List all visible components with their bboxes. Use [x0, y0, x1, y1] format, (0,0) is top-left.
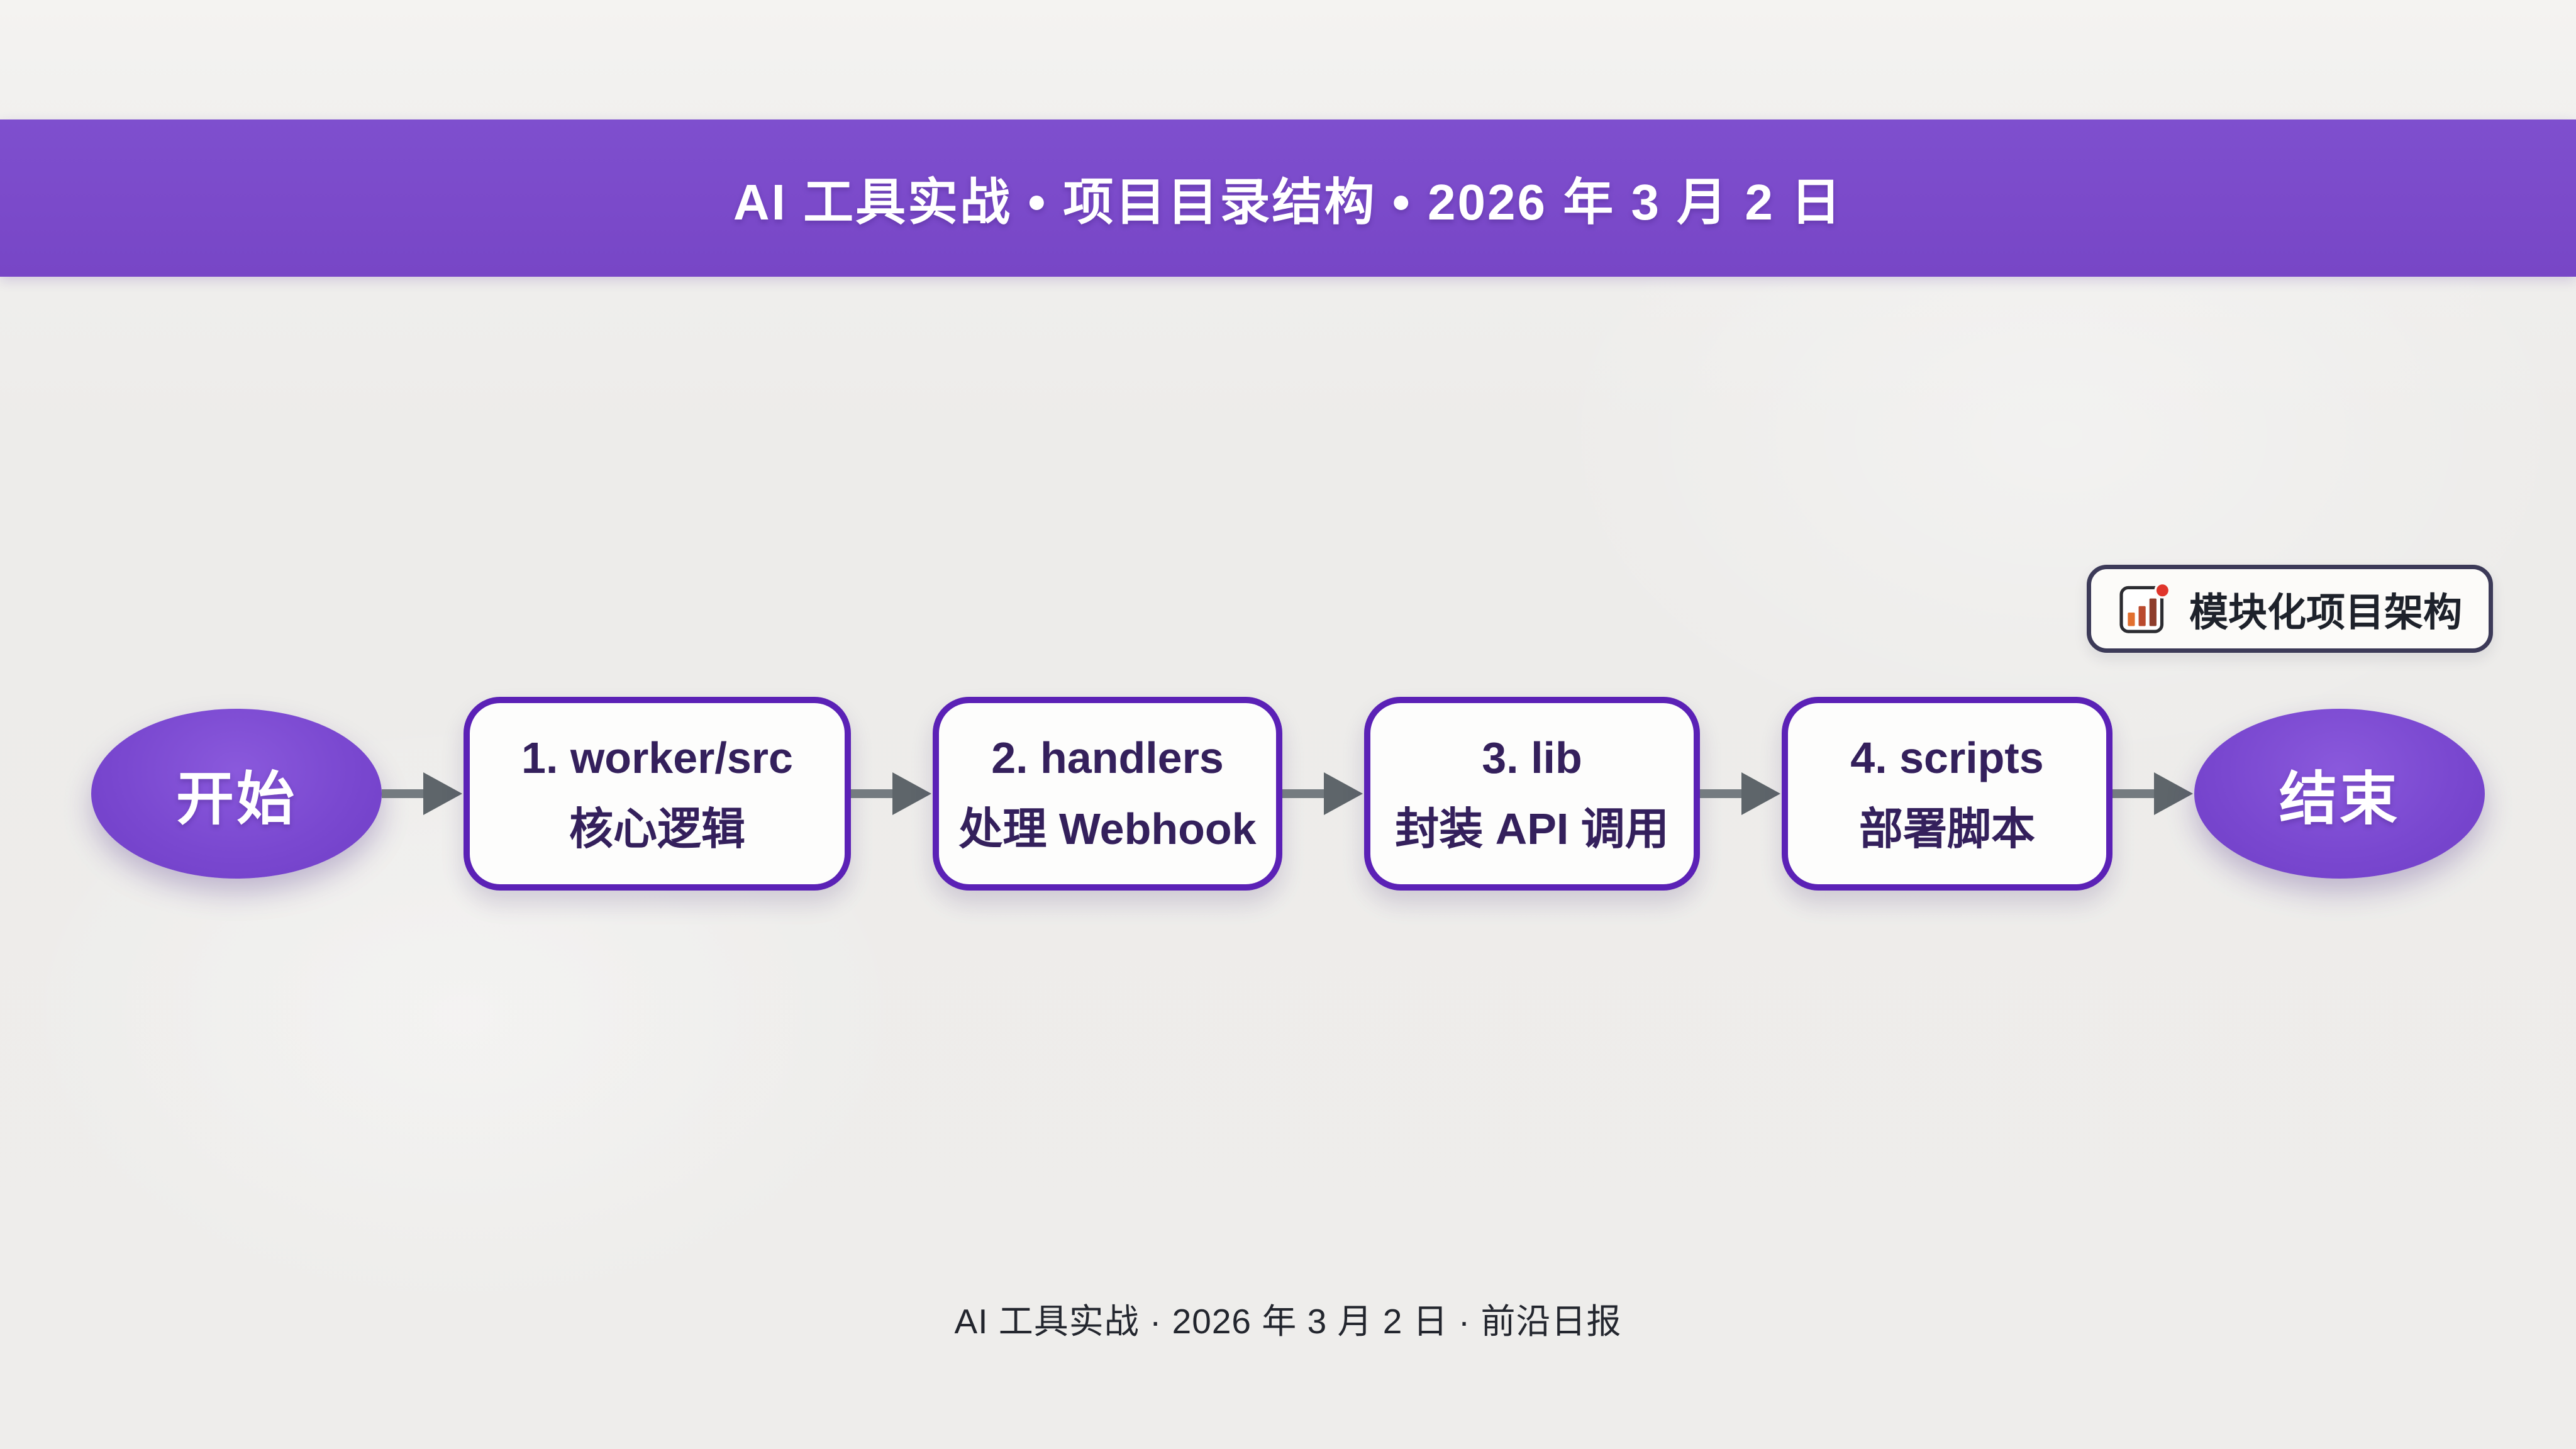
flow-node-step2-title: 2. handlers [991, 733, 1224, 782]
flowchart: 开始 1. worker/src 核心逻辑 2. handlers 处理 Web… [0, 697, 2576, 891]
flow-node-end: 结束 [2194, 709, 2485, 879]
flow-node-step2: 2. handlers 处理 Webhook [933, 697, 1282, 891]
flow-node-step4-subtitle: 部署脚本 [1859, 804, 2035, 853]
flow-node-step1-title: 1. worker/src [521, 733, 793, 782]
flow-node-step1: 1. worker/src 核心逻辑 [464, 697, 851, 891]
flow-arrow-icon [1700, 772, 1780, 815]
flow-arrow-icon [1282, 772, 1363, 815]
flow-node-step3-subtitle: 封装 API 调用 [1395, 804, 1669, 853]
architecture-badge: 模块化项目架构 [2086, 565, 2493, 653]
flow-arrow-icon [851, 772, 931, 815]
flow-node-step1-subtitle: 核心逻辑 [569, 804, 745, 853]
flow-node-step2-subtitle: 处理 Webhook [958, 804, 1257, 853]
page-title: AI 工具实战 • 项目目录结构 • 2026 年 3 月 2 日 [733, 174, 1843, 230]
flow-node-step4-title: 4. scripts [1850, 733, 2044, 782]
flow-node-step3: 3. lib 封装 API 调用 [1364, 697, 1700, 891]
flow-arrow-icon [2112, 772, 2193, 815]
flow-node-start: 开始 [91, 709, 382, 879]
flow-arrow-icon [382, 772, 462, 815]
flow-node-step4: 4. scripts 部署脚本 [1782, 697, 2112, 891]
footer-caption: AI 工具实战 · 2026 年 3 月 2 日 · 前沿日报 [954, 1302, 1622, 1341]
flow-node-start-label: 开始 [175, 767, 297, 831]
flow-node-end-label: 结束 [2279, 767, 2400, 831]
flow-node-step3-title: 3. lib [1482, 733, 1582, 782]
badge-label: 模块化项目架构 [2189, 591, 2462, 635]
header-banner: AI 工具实战 • 项目目录结构 • 2026 年 3 月 2 日 [0, 119, 2576, 277]
bar-chart-icon [2119, 582, 2171, 633]
